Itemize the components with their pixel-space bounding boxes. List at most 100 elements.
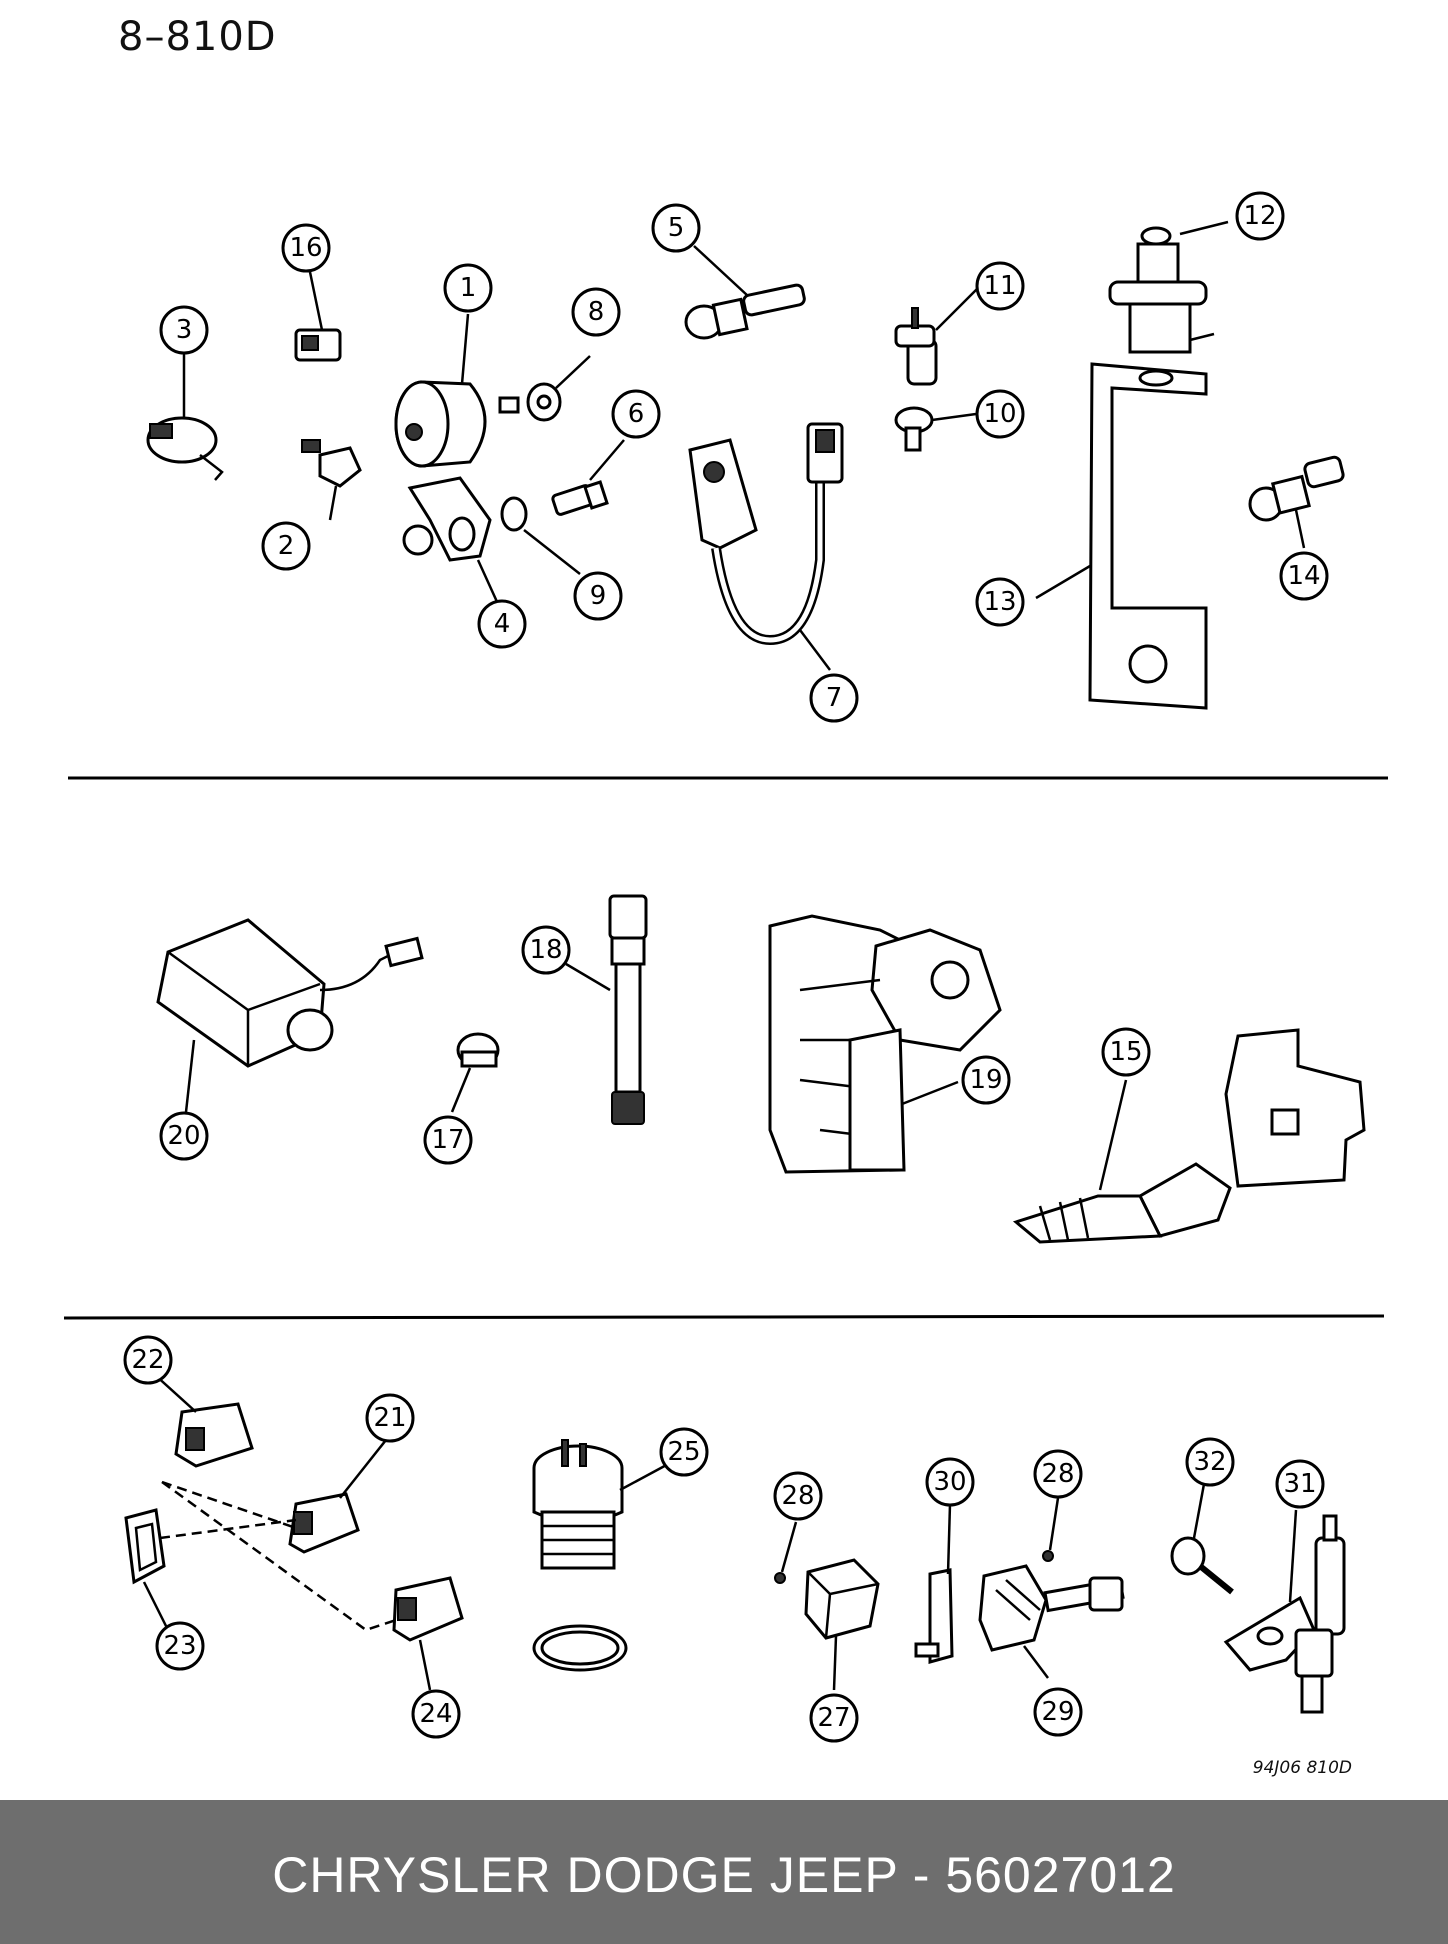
svg-text:18: 18 [529,935,562,965]
svg-text:31: 31 [1283,1469,1316,1499]
svg-text:2: 2 [278,531,295,561]
callout-17: 17 [423,1115,473,1165]
part-25-sender [532,1439,628,1672]
svg-text:28: 28 [1041,1459,1074,1489]
svg-text:13: 13 [983,587,1016,617]
svg-text:15: 15 [1109,1037,1142,1067]
svg-text:20: 20 [167,1121,200,1151]
callout-8: 8 [571,287,621,337]
part-31-bracket [1223,1514,1346,1714]
callout-5: 5 [651,203,701,253]
part-24-switch [392,1576,464,1642]
part-3-switch [146,416,224,481]
callout-29: 29 [1033,1687,1083,1737]
part-2-connector [301,439,362,488]
callout-20: 20 [159,1111,209,1161]
part-5-sensor [684,283,806,340]
svg-text:14: 14 [1287,561,1320,591]
callout-9: 9 [573,571,623,621]
part-29-switch [978,1564,1125,1652]
part-10-screw [894,406,934,452]
part-13-mount-bracket [1088,362,1208,710]
part-6-bolt [551,480,609,516]
svg-text:21: 21 [373,1403,406,1433]
svg-text:12: 12 [1243,201,1276,231]
footer-bar: CHRYSLER DODGE JEEP - 56027012 [0,1800,1448,1944]
svg-text:23: 23 [163,1631,196,1661]
svg-text:8: 8 [588,297,605,327]
callout-22: 22 [123,1335,173,1385]
part-14-sensor [1248,455,1345,522]
part-32-screw [1170,1536,1234,1595]
part-21-switch [288,1492,360,1554]
callout-23: 23 [155,1621,205,1671]
part-7-harness [688,422,844,646]
svg-text:27: 27 [817,1703,850,1733]
part-12-actuator [1108,226,1215,354]
callout-7: 7 [809,673,859,723]
dashed-links [159,1480,397,1632]
svg-text:25: 25 [667,1437,700,1467]
svg-text:32: 32 [1193,1447,1226,1477]
page-title: 8–810D [118,14,277,60]
callout-21: 21 [365,1393,415,1443]
parts-diagram: 1 2 3 4 5 6 7 8 9 10 11 12 13 14 15 16 1… [63,191,1388,1743]
svg-text:22: 22 [131,1345,164,1375]
part-4-bracket [402,476,492,562]
part-8-nut [526,382,562,422]
svg-text:29: 29 [1041,1697,1074,1727]
callout-12: 12 [1235,191,1285,241]
svg-text:28: 28 [781,1481,814,1511]
part-15-stalk [1012,1028,1366,1244]
callout-4: 4 [477,599,527,649]
part-11-stud [894,307,938,386]
callout-19: 19 [961,1055,1011,1105]
svg-text:16: 16 [289,233,322,263]
part-17-bulb [456,1032,500,1068]
svg-text:11: 11 [983,271,1016,301]
callout-3: 3 [159,305,209,355]
callout-13: 13 [975,577,1025,627]
callout-25: 25 [659,1427,709,1477]
callout-28-left: 28 [773,1471,823,1521]
callout-27: 27 [809,1693,859,1743]
svg-text:3: 3 [176,315,193,345]
callout-2: 2 [261,521,311,571]
svg-text:24: 24 [419,1699,452,1729]
part-30-clip [914,1568,954,1664]
svg-text:17: 17 [431,1125,464,1155]
svg-text:19: 19 [969,1065,1002,1095]
part-23-bezel [124,1508,166,1585]
figure-code: 94J06 810D [1252,1758,1352,1778]
part-19-housing [768,914,1002,1174]
leader-lines-top [182,220,1306,671]
svg-text:7: 7 [826,683,843,713]
svg-text:1: 1 [460,273,477,303]
part-28-screw-a [774,1572,786,1584]
callout-31: 31 [1275,1459,1325,1509]
part-16-plug [294,328,342,362]
callout-14: 14 [1279,551,1329,601]
section-divider-bottom [63,1314,1385,1320]
part-1-sender [394,380,520,468]
callout-32: 32 [1185,1437,1235,1487]
part-22-switch [174,1402,254,1468]
svg-text:5: 5 [668,213,685,243]
part-9-washer [500,496,528,532]
callout-10: 10 [975,389,1025,439]
leader-lines-bottom [142,1373,1298,1691]
callout-11: 11 [975,261,1025,311]
callout-28-right: 28 [1033,1449,1083,1499]
part-28-screw-b [1042,1550,1054,1562]
callout-16: 16 [281,223,331,273]
svg-text:4: 4 [494,609,511,639]
part-18-tube [608,894,648,1125]
callout-1: 1 [443,263,493,313]
svg-text:6: 6 [628,399,645,429]
callout-24: 24 [411,1689,461,1739]
callout-15: 15 [1101,1027,1151,1077]
part-27-switch [804,1558,880,1640]
leader-lines-middle [184,962,1128,1191]
svg-text:9: 9 [590,581,607,611]
callout-6: 6 [611,389,661,439]
